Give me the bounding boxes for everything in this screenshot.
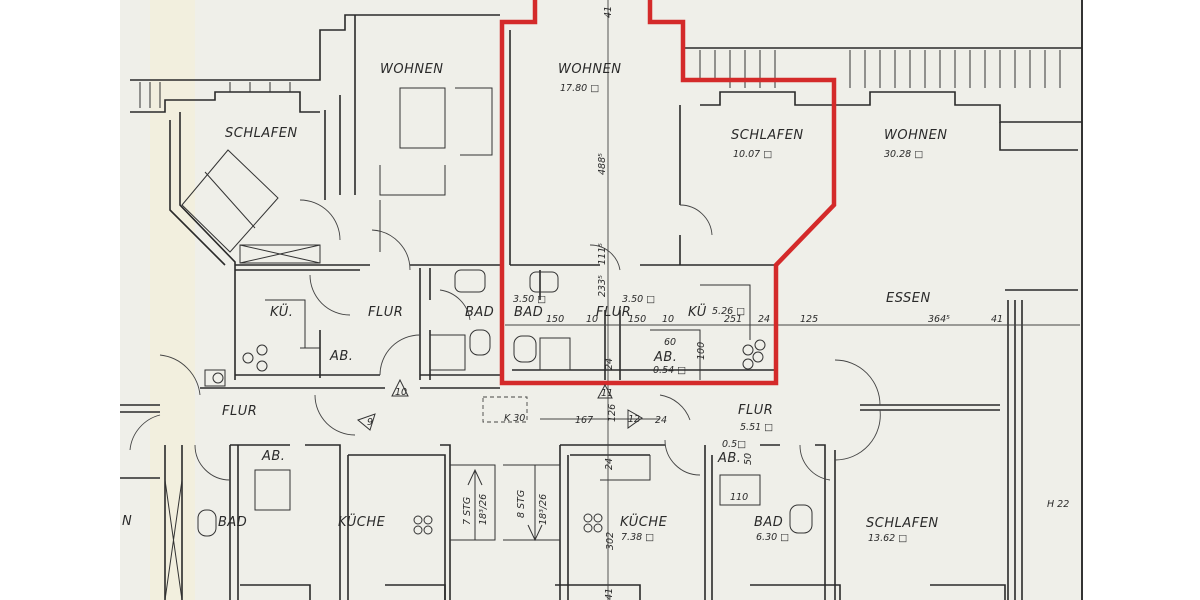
dimension-label: 100 xyxy=(696,342,707,360)
room-label: SCHLAFEN xyxy=(866,516,939,531)
room-label: AB. xyxy=(653,350,677,365)
dimension-labels: 41 488⁵ 111⁵ 233⁵ 150 10 150 10 251 24 1… xyxy=(546,6,1003,600)
dimension-label: 488⁵ xyxy=(597,153,608,175)
room-label: FLUR xyxy=(222,404,257,419)
room-label: WOHNEN xyxy=(884,128,948,143)
stair-label: 7 STG xyxy=(462,497,473,525)
dimension-label: 150 xyxy=(546,314,564,325)
dimension-label: 41 xyxy=(604,588,615,600)
marker-triangles xyxy=(357,378,643,431)
room-label: AB. xyxy=(717,451,741,466)
dimension-label: 125 xyxy=(800,314,818,325)
room-label: SCHLAFEN xyxy=(225,126,298,141)
dimension-label: 0.5□ xyxy=(722,439,746,450)
stair-label: 8 STG xyxy=(516,490,527,518)
room-label: KÜ xyxy=(688,303,707,320)
dimension-label: 24 xyxy=(604,358,615,370)
room-label: BAD xyxy=(514,305,543,320)
room-area: 17.80 □ xyxy=(560,83,599,94)
dimension-label: 41 xyxy=(991,314,1003,325)
dimension-label: 60 xyxy=(664,337,676,348)
dimension-label: 111⁵ xyxy=(597,243,608,265)
marker-label: 12 xyxy=(628,414,640,425)
paper-stain xyxy=(150,0,195,600)
marker-label: 9 xyxy=(367,417,373,428)
walls xyxy=(120,0,1082,600)
dimension-label: 126 xyxy=(607,404,618,422)
room-label: AB. xyxy=(329,349,353,364)
room-area: 6.30 □ xyxy=(756,532,789,543)
room-label: ESSEN xyxy=(886,291,931,306)
room-labels: WOHNEN SCHLAFEN WOHNEN 17.80 □ SCHLAFEN … xyxy=(122,62,948,544)
height-label: H 22 xyxy=(1047,499,1069,510)
dimension-label: 167 xyxy=(575,415,593,426)
room-area: 0.54 □ xyxy=(653,365,686,376)
room-label: KÜCHE xyxy=(620,513,668,530)
marker-label: K 30 xyxy=(504,413,525,424)
stair-label: 18³/26 xyxy=(538,494,549,525)
dimension-label: 24 xyxy=(604,458,615,470)
room-label: AB. xyxy=(261,449,285,464)
room-label: FLUR xyxy=(596,305,631,320)
room-label: BAD xyxy=(465,305,494,320)
room-label: SCHLAFEN xyxy=(731,128,804,143)
marker-label: 10 xyxy=(395,387,407,398)
dimension-label: 41 xyxy=(603,6,614,18)
room-area: 5.51 □ xyxy=(740,422,773,433)
room-label: BAD xyxy=(754,515,783,530)
room-label: KÜ. xyxy=(270,303,293,320)
markers: K 30 9 10 11 12 7 STG 18³/26 8 STG 18³/2… xyxy=(357,378,1069,525)
dimension-label: 50 xyxy=(743,453,754,465)
stair-label: 18³/26 xyxy=(478,494,489,525)
dimension-label: 24 xyxy=(655,415,667,426)
dimension-label: 364⁵ xyxy=(928,314,950,325)
dimension-label: 150 xyxy=(628,314,646,325)
dimension-label: 10 xyxy=(662,314,674,325)
dimension-label: 251 xyxy=(724,314,742,325)
apartment-highlight-outline xyxy=(499,0,837,386)
room-label: WOHNEN xyxy=(558,62,622,77)
room-label: KÜCHE xyxy=(338,513,386,530)
room-label: FLUR xyxy=(368,305,403,320)
room-area: 5.26 □ xyxy=(712,306,745,317)
marker-label: 11 xyxy=(601,388,613,399)
dimension-label: 10 xyxy=(586,314,598,325)
room-area: 10.07 □ xyxy=(733,149,772,160)
room-area: 30.28 □ xyxy=(884,149,923,160)
room-label: BAD xyxy=(218,515,247,530)
dimension-label: 24 xyxy=(758,314,770,325)
room-area: 13.62 □ xyxy=(868,533,907,544)
dimension-label: 110 xyxy=(730,492,748,503)
room-label: FLUR xyxy=(738,403,773,418)
room-area: 3.50 □ xyxy=(513,294,546,305)
room-label: N xyxy=(122,514,132,529)
room-area: 3.50 □ xyxy=(622,294,655,305)
dimension-label: 233⁵ xyxy=(597,275,608,297)
room-area: 7.38 □ xyxy=(621,532,654,543)
room-label: WOHNEN xyxy=(380,62,444,77)
dimension-label: 302 xyxy=(605,532,616,550)
